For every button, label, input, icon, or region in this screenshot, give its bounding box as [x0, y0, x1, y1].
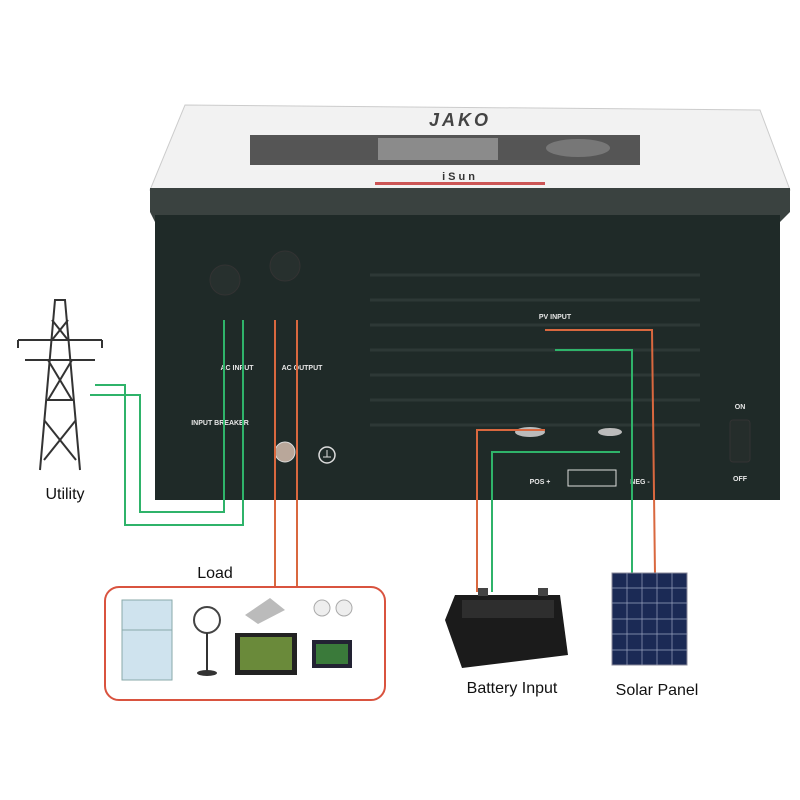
ac-input-port: [209, 264, 241, 296]
ac-input-label: AC INPUT: [220, 365, 254, 372]
ac-output-label: AC OUTPUT: [282, 365, 324, 372]
solar-panel-label: Solar Panel: [616, 682, 699, 699]
power-switch[interactable]: [729, 419, 751, 463]
fan-icon: [193, 606, 221, 634]
load-appliances: [121, 598, 353, 681]
refrigerator-icon: [121, 599, 173, 681]
inverter: JAKO iSun AC INPUT AC OUTPUT INPUT BREAK…: [149, 104, 791, 500]
ac-input-wire-1: [90, 320, 225, 513]
control-buttons: [546, 139, 610, 157]
pv-positive-wire: [545, 329, 656, 576]
battery-fuse-box: [567, 469, 617, 487]
off-label: OFF: [733, 476, 748, 483]
battery-positive-wire: [476, 429, 545, 592]
battery-negative-wire: [491, 451, 620, 592]
on-label: ON: [735, 404, 746, 411]
laptop-icon: [245, 598, 285, 624]
brand-logo: JAKO: [429, 110, 491, 130]
inverter-body: [155, 215, 780, 500]
neg-label: NEG -: [630, 479, 650, 486]
load-box: [104, 586, 386, 701]
bulb-icon-2: [335, 599, 353, 617]
utility-tower-icon: [17, 299, 103, 471]
pv-input-label: PV INPUT: [539, 314, 572, 321]
lcd-screen: [378, 138, 498, 160]
ac-output-port: [269, 250, 301, 282]
battery-terminal-pos: [515, 427, 545, 437]
ground-icon: [318, 446, 336, 464]
pv-negative-wire: [555, 349, 633, 575]
battery-input-label: Battery Input: [467, 680, 558, 697]
pos-label: POS +: [530, 479, 551, 486]
inverter-bezel: [150, 188, 790, 222]
battery-terminal-neg: [598, 428, 622, 436]
wires: [90, 320, 656, 592]
model-subtitle-bar: [375, 182, 545, 185]
vent-grid: [370, 273, 700, 427]
ac-input-wire-2: [95, 320, 244, 526]
breaker-knob: [274, 441, 296, 463]
solar-panel-icon: [611, 572, 688, 666]
input-breaker-label: INPUT BREAKER: [191, 420, 249, 427]
battery-icon: [445, 588, 568, 668]
bulb-icon-1: [313, 599, 331, 617]
model-name: iSun: [442, 171, 478, 183]
utility-label: Utility: [45, 486, 84, 503]
load-label: Load: [197, 565, 233, 582]
